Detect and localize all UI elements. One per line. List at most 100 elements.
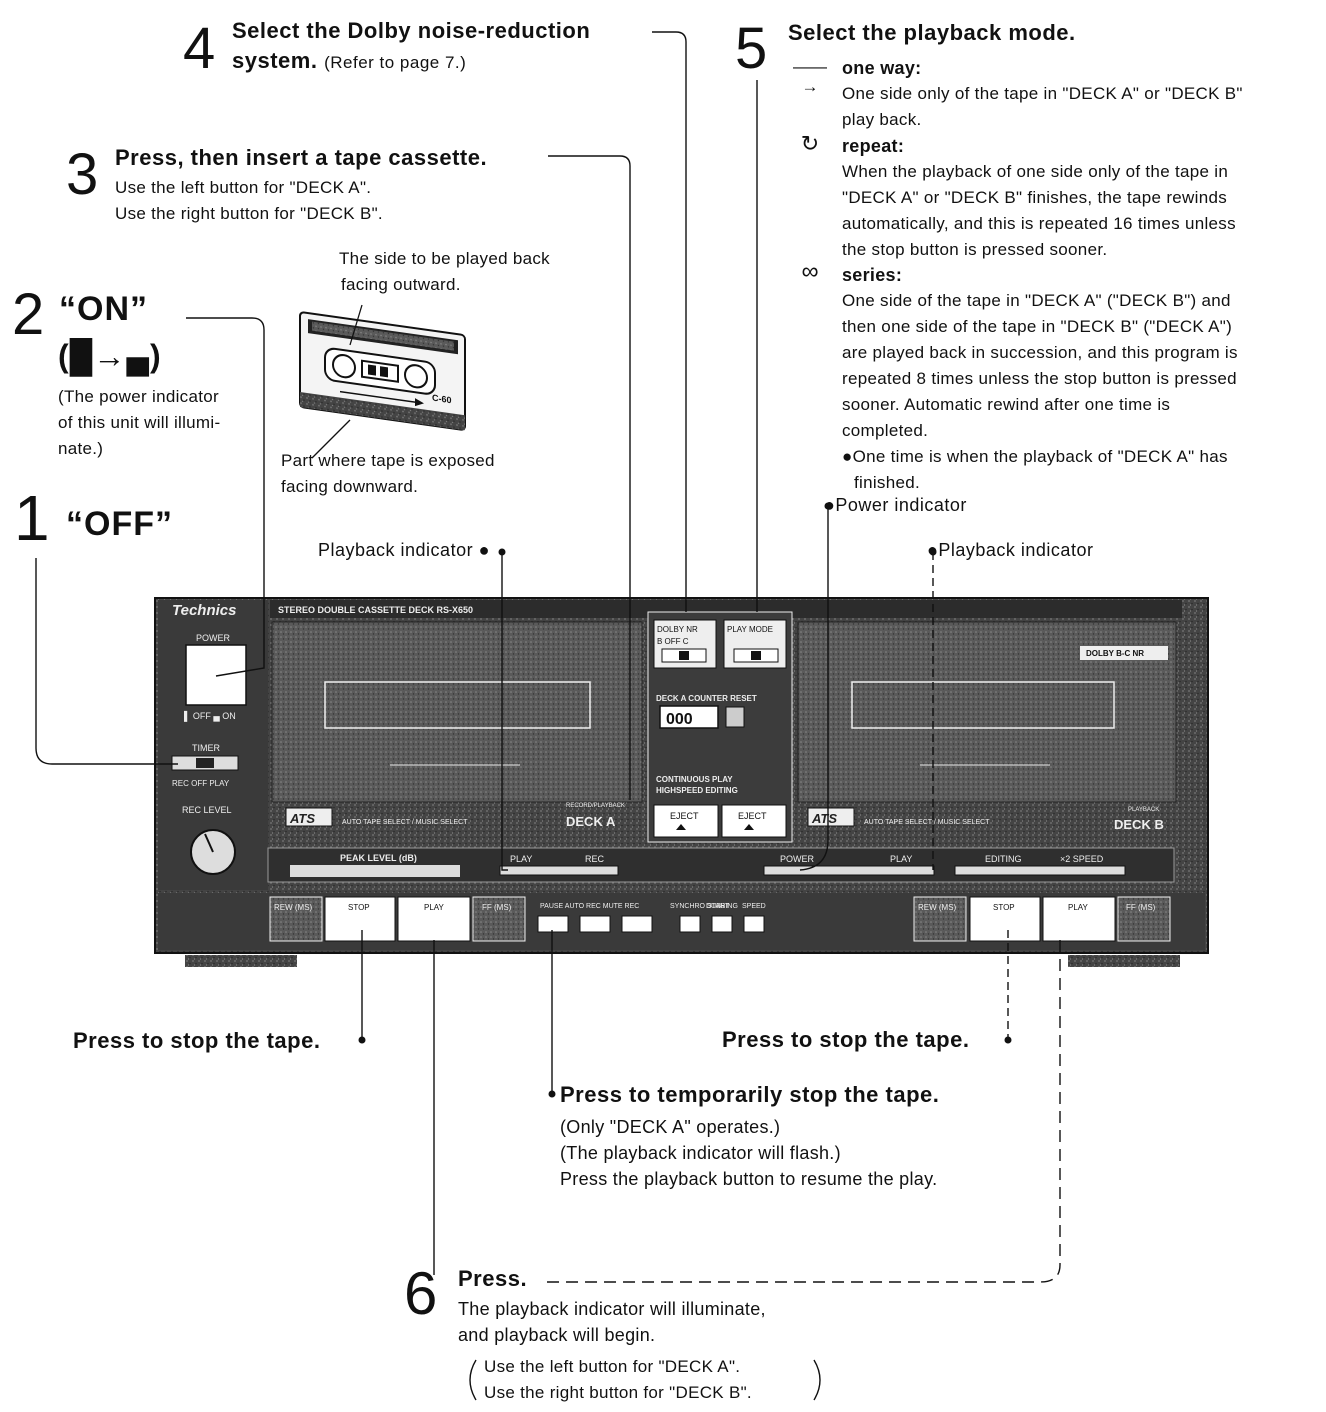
deck-a-play-label: PLAY	[424, 903, 445, 912]
deck-b-rew-button[interactable]	[913, 896, 967, 942]
step-3-line-2: Use the right button for "DECK B".	[115, 204, 383, 223]
mode-series-desc-6: completed.	[842, 421, 929, 440]
ats-a-logo: ATS	[289, 811, 315, 826]
mode-repeat: ↻ repeat: When the playback of one side …	[801, 131, 1236, 263]
step-2-note-1: (The power indicator	[58, 387, 219, 406]
deck-a-ff-label: FF (MS)	[482, 903, 512, 912]
dolby-nr-label: DOLBY NR	[657, 625, 698, 634]
timer-modes-label: REC OFF PLAY	[172, 779, 230, 788]
mode-series-name: series:	[842, 265, 903, 285]
auto-rec-mute-button[interactable]	[579, 915, 611, 933]
paren-left	[469, 1359, 477, 1401]
step-6-paren: Use the left button for "DECK A". Use th…	[484, 1354, 752, 1406]
mode-repeat-desc-1: When the playback of one side only of th…	[842, 162, 1229, 181]
deck-b-stop-label: STOP	[993, 903, 1015, 912]
cassette-deck: Technics STEREO DOUBLE CASSETTE DECK RS-…	[154, 597, 1209, 967]
timer-label: TIMER	[192, 743, 220, 753]
pause-instructions: Press to temporarily stop the tape. (Onl…	[560, 1082, 939, 1192]
step-4-ref: (Refer to page 7.)	[324, 53, 467, 72]
dubbing-label: DUBBING	[706, 903, 738, 910]
step-3-line-1: Use the left button for "DECK A".	[115, 178, 372, 197]
dubbing-button[interactable]	[711, 915, 733, 933]
mode-series-note-2: finished.	[854, 473, 921, 492]
step-6-line-2: and playback will begin.	[458, 1325, 656, 1345]
power-label: POWER	[196, 633, 231, 643]
deck-b-rew-label: REW (MS)	[918, 903, 957, 912]
deck-a-stop-button[interactable]	[324, 896, 396, 942]
step-4-number: 4	[183, 16, 216, 81]
playback-indicator-b-label: ●Playback indicator	[927, 540, 1094, 560]
power-switch[interactable]	[185, 644, 247, 706]
step-2-switch-arrow: (█→▄)	[58, 338, 162, 374]
mode-repeat-name: repeat:	[842, 136, 905, 156]
mode-repeat-desc-3: automatically, and this is repeated 16 t…	[842, 214, 1236, 233]
deck-b-label: DECK B	[1114, 817, 1164, 832]
one-way-arrow-icon: ——→	[793, 57, 827, 96]
step-5-title: Select the playback mode.	[788, 20, 1076, 45]
step-1-off-label: “OFF”	[66, 505, 173, 543]
step-6-paren-2: Use the right button for "DECK B".	[484, 1383, 752, 1402]
step-2-on-label: “ON”	[59, 290, 148, 328]
x2speed-label: ×2 SPEED	[1060, 854, 1104, 864]
step-6-text: Press. The playback indicator will illum…	[458, 1266, 766, 1348]
deck-a-stop-label: STOP	[348, 903, 370, 912]
mode-series-note-1: ●One time is when the playback of "DECK …	[842, 447, 1228, 466]
step-2-note-2: of this unit will illumi-	[58, 413, 221, 432]
highspeed-editing-label: HIGHSPEED EDITING	[656, 786, 738, 795]
deck-a-pause-button[interactable]	[537, 915, 569, 933]
eject-b-button[interactable]	[721, 804, 787, 838]
deck-b-playback-label: PLAYBACK	[1128, 807, 1159, 813]
mode-one-way-desc-2: play back.	[842, 110, 922, 129]
deck-b-play-indicator-label: PLAY	[890, 854, 912, 864]
deck-b-stop-button[interactable]	[969, 896, 1041, 942]
mode-series-desc-3: are played back in succession, and this …	[842, 343, 1238, 362]
step-6-paren-1: Use the left button for "DECK A".	[484, 1357, 741, 1376]
deck-b-ff-label: FF (MS)	[1126, 903, 1156, 912]
rec-button[interactable]	[621, 915, 653, 933]
step-5-number: 5	[735, 16, 768, 81]
deck-a-rew-button[interactable]	[269, 896, 323, 942]
step-6-line-1: The playback indicator will illuminate,	[458, 1299, 766, 1319]
pause-rec-labels: PAUSE AUTO REC MUTE REC	[540, 903, 639, 910]
pause-title: Press to temporarily stop the tape.	[560, 1082, 940, 1107]
cassette-marking: C-60	[432, 393, 451, 406]
speed-label: SPEED	[742, 903, 766, 910]
deck-b-ff-button[interactable]	[1117, 896, 1171, 942]
leader-lines	[35, 31, 1061, 1283]
counter-reset-button[interactable]	[725, 706, 745, 728]
deck-b-play-button[interactable]	[1042, 896, 1116, 942]
step-3-number: 3	[66, 142, 99, 207]
step-4-title: Select the Dolby noise-reduction	[232, 18, 591, 43]
mode-series-desc-1: One side of the tape in "DECK A" ("DECK …	[842, 291, 1231, 310]
peak-level-label: PEAK LEVEL (dB)	[340, 853, 417, 863]
synchro-start-button[interactable]	[679, 915, 701, 933]
dolby-badge: DOLBY B-C NR	[1086, 649, 1144, 658]
step-2-note-3: nate.)	[58, 439, 104, 458]
cassette-exposed-label: Part where tape is exposed facing downwa…	[281, 448, 495, 500]
cassette-side-label-2: facing outward.	[341, 275, 461, 294]
mode-series: ∞ series: One side of the tape in "DECK …	[801, 258, 1238, 496]
mode-one-way-name: one way:	[842, 58, 922, 78]
step-6-number: 6	[404, 1260, 438, 1327]
pause-line-1: (Only "DECK A" operates.)	[560, 1117, 781, 1137]
deck-a-label: DECK A	[566, 814, 616, 829]
step-3-text: Press, then insert a tape cassette. Use …	[115, 145, 487, 227]
mode-series-desc-5: sooner. Automatic rewind after one time …	[842, 395, 1171, 414]
eject-a-button[interactable]	[653, 804, 719, 838]
pause-line-3: Press the playback button to resume the …	[560, 1169, 938, 1189]
ats-b-logo: ATS	[811, 811, 837, 826]
stop-deck-a-label: Press to stop the tape.	[73, 1028, 321, 1053]
deck-a-ff-button[interactable]	[472, 896, 526, 942]
continuous-play-label: CONTINUOUS PLAY	[656, 775, 733, 784]
speed-button[interactable]	[743, 915, 765, 933]
stop-deck-b-label: Press to stop the tape.	[722, 1027, 970, 1052]
deck-a-play-button[interactable]	[397, 896, 471, 942]
playback-indicator-a-label: Playback indicator ●	[318, 540, 490, 560]
repeat-arrow-icon: ↻	[800, 131, 820, 156]
eject-a-label: EJECT	[670, 811, 699, 821]
mode-repeat-desc-2: "DECK A" or "DECK B" finishes, the tape …	[842, 188, 1228, 207]
rec-level-label: REC LEVEL	[182, 805, 232, 815]
step-4-text: Select the Dolby noise-reduction system.…	[232, 18, 590, 74]
leader-dots	[358, 502, 1012, 1098]
paren-right	[813, 1359, 821, 1401]
